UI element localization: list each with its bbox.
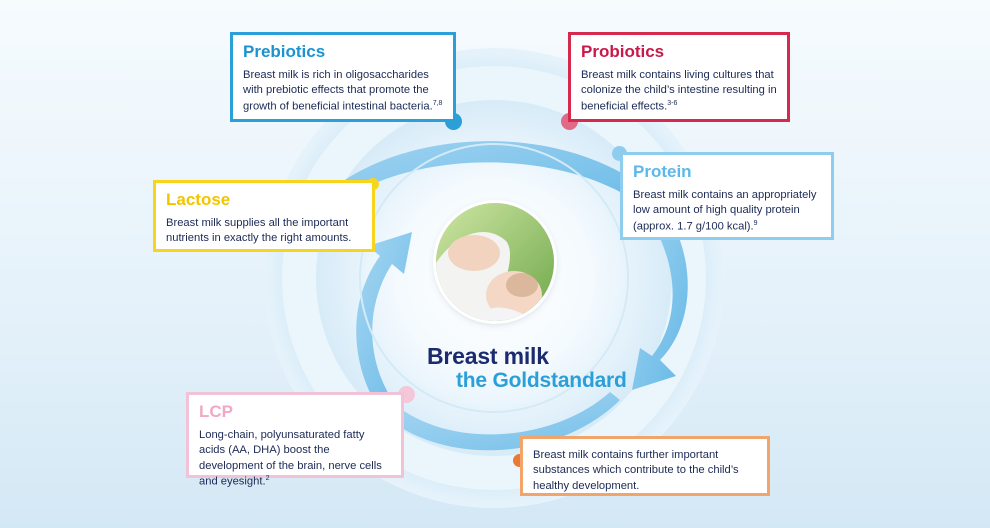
card-text: Breast milk is rich in oligosaccharides … [243,68,443,113]
cycle-arrow-icon [356,232,412,404]
inner-ring-line [359,143,629,413]
card-probiotics: Probiotics Breast milk contains living c… [568,32,790,122]
card-title: LCP [199,402,233,421]
card-text: Breast milk contains living cultures tha… [581,68,777,113]
card-text: Breast milk contains an appropriately lo… [633,188,817,233]
center-title: Breast milk [427,343,549,369]
card-protein: Protein Breast milk contains an appropri… [620,152,834,240]
reference-superscript: 2 [265,475,270,483]
card-further-substances: Breast milk contains further important s… [520,436,770,496]
center-subtitle: the Goldstandard [456,369,627,392]
card-text: Long-chain, polyunsaturated fatty acids … [199,428,382,488]
cycle-arrow-icon [378,392,620,451]
card-title: Lactose [166,190,231,209]
card-title: Probiotics [581,42,665,61]
card-title: Prebiotics [243,42,326,61]
card-text: Breast milk supplies all the important n… [166,216,352,245]
mother-baby-photo [436,203,554,321]
card-prebiotics: Prebiotics Breast milk is rich in oligos… [230,32,456,122]
cycle-arrow-icon [308,141,660,222]
card-lactose: Lactose Breast milk supplies all the imp… [153,180,375,252]
card-title: Protein [633,162,692,181]
cycle-arrow-icon [632,214,688,390]
reference-superscript: 9 [753,219,758,227]
card-lcp: LCP Long-chain, polyunsaturated fatty ac… [186,392,404,488]
reference-superscript: 7,8 [432,99,443,107]
reference-superscript: 3-6 [667,99,678,107]
card-text: Breast milk contains further important s… [533,449,739,492]
